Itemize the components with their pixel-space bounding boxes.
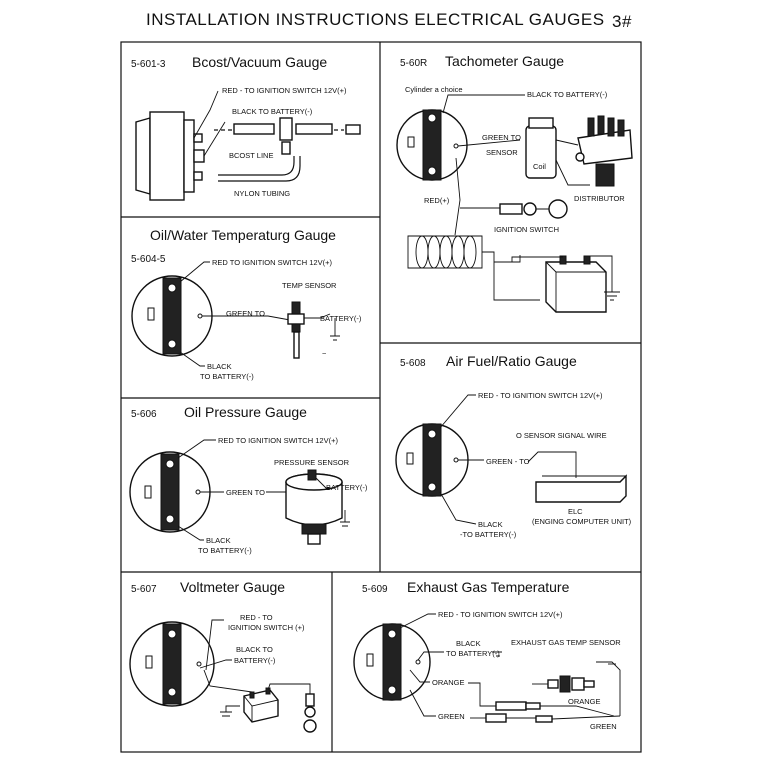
airfuel-title: Air Fuel/Ratio Gauge [446,353,577,369]
tach-code: 5-60R [400,58,427,69]
boost-gauge-side-icon [135,111,205,201]
tach-coil-label: Coil [533,162,546,171]
boost-title: Bcost/Vacuum Gauge [192,54,327,70]
oilwater-title: Oil/Water Temperaturg Gauge [150,227,336,243]
boost-nylon-label: NYLON TUBING [234,189,290,198]
egt-orange-label: ORANGE [432,678,465,687]
tach-black-label: BLACK TO BATTERY(-) [527,90,608,99]
volt-title: Voltmeter Gauge [180,579,285,595]
air-fuel-ratio-panel: 5-608 Air Fuel/Ratio Gauge RED - TO IGNI… [395,353,632,539]
egt-orange2-label: ORANGE [568,697,601,706]
panel-grid [120,41,642,753]
tach-coil-icon: Coil [525,117,557,179]
egt-title: Exhaust Gas Temperature [407,579,570,595]
egt-to-battery-label: TO BATTERY(-) [446,649,500,658]
egt-red-label: RED - TO IGNITION SWITCH 12V(+) [438,610,563,619]
egt-code: 5-609 [362,584,388,595]
volt-black-label: BLACK TO [236,645,273,654]
oilpress-battery-label: BATTERY(-) [326,483,368,492]
oilwater-red-label: RED TO IGNITION SWITCH 12V(+) [212,258,332,267]
airfuel-signal-label: O SENSOR SIGNAL WIRE [516,431,607,440]
oilwater-gauge-icon [131,275,213,357]
tach-sensor-label: SENSOR [486,148,518,157]
tach-gauge-icon [396,109,468,181]
tach-battery-icon [545,255,607,313]
boost-black-label: BLACK TO BATTERY(-) [232,107,313,116]
oilwater-temp-sensor-label: TEMP SENSOR [282,281,337,290]
boost-code: 5-601-3 [131,59,166,70]
oilpress-red-label: RED TO IGNITION SWITCH 12V(+) [218,436,338,445]
egt-black-label: BLACK [456,639,481,648]
egt-green2-label: GREEN [590,722,617,731]
tachometer-panel: 5-60R Tachometer Gauge Cylinder a choice… [396,53,633,313]
volt-code: 5-607 [131,584,157,595]
oilwater-code: 5-604-5 [131,254,166,265]
airfuel-ecu-label: ELC [568,507,583,516]
oilwater-battery-label: BATTERY(-) [320,314,362,323]
airfuel-code: 5-608 [400,358,426,369]
airfuel-ecu-full-label: (ENGING COMPUTER UNIT) [532,517,632,526]
oil-water-temp-panel: Oil/Water Temperaturg Gauge 5-604-5 RED … [131,227,362,381]
oilwater-to-battery-label: TO BATTERY(-) [200,372,254,381]
tach-cylinder-label: Cylinder a choice [405,85,463,94]
page-title: INSTALLATION INSTRUCTIONS ELECTRICAL GAU… [146,10,605,29]
oilpress-black-label: BLACK [206,536,231,545]
tach-wire-bundle-icon [407,235,483,269]
airfuel-to-battery-label: -TO BATTERY(-) [460,530,517,539]
exhaust-gas-temp-panel: 5-609 Exhaust Gas Temperature RED - TO I… [353,579,621,731]
tach-distributor-icon [575,115,633,187]
oil-pressure-panel: 5-606 Oil Pressure Gauge RED TO IGNITION… [129,404,368,555]
oilpress-pressure-sensor-label: PRESSURE SENSOR [274,458,350,467]
egt-probe-icon [532,675,595,693]
voltmeter-panel: 5-607 Voltmeter Gauge RED - TO IGNITION … [129,579,317,733]
oilwater-green-label: GREEN TO [226,309,265,318]
airfuel-red-label: RED - TO IGNITION SWITCH 12V(+) [478,391,603,400]
tach-ignition-key-icon [499,199,568,219]
volt-red-label: RED - TO [240,613,273,622]
tach-title: Tachometer Gauge [445,53,564,69]
oilpress-code: 5-606 [131,409,157,420]
oilpress-gauge-icon [129,451,211,533]
egt-sensor-label: EXHAUST GAS TEMP SENSOR [511,638,621,647]
oilwater-minus-sign: − [322,349,327,358]
oilpress-title: Oil Pressure Gauge [184,404,307,420]
oilwater-black-label: BLACK [207,362,232,371]
airfuel-gauge-icon [395,423,469,497]
volt-ign-label: IGNITION SWITCH (+) [228,623,305,632]
boost-line-label: BCOST LINE [229,151,273,160]
airfuel-black-label: BLACK [478,520,503,529]
tach-red-label: RED(+) [424,196,450,205]
oilwater-temp-sensor-icon [287,301,305,359]
tach-green-label: GREEN TO [482,133,521,142]
airfuel-ecu-icon [535,474,628,503]
egt-gauge-icon [353,623,431,701]
airfuel-green-label: GREEN - TO [486,457,530,466]
tach-ignition-label: IGNITION SWITCH [494,225,559,234]
egt-green-label: GREEN [438,712,465,721]
volt-battery-icon [243,687,279,723]
volt-ignition-key-icon [303,693,317,733]
oilpress-to-battery-label: TO BATTERY(-) [198,546,252,555]
boost-vacuum-panel: 5-601-3 Bcost/Vacuum Gauge RED - TO IGNI… [131,54,361,201]
volt-gauge-icon [129,621,215,707]
tach-distributor-label: DISTRIBUTOR [574,194,625,203]
boost-red-label: RED - TO IGNITION SWITCH 12V(+) [222,86,347,95]
egt-connector-icon [495,701,541,711]
page-number: 3# [612,12,632,31]
oilpress-green-label: GREEN TO [226,488,265,497]
oilpress-pressure-sensor-icon [285,469,343,545]
boost-tee-fitting-icon [214,117,361,155]
volt-battery-label: BATTERY(-) [234,656,276,665]
